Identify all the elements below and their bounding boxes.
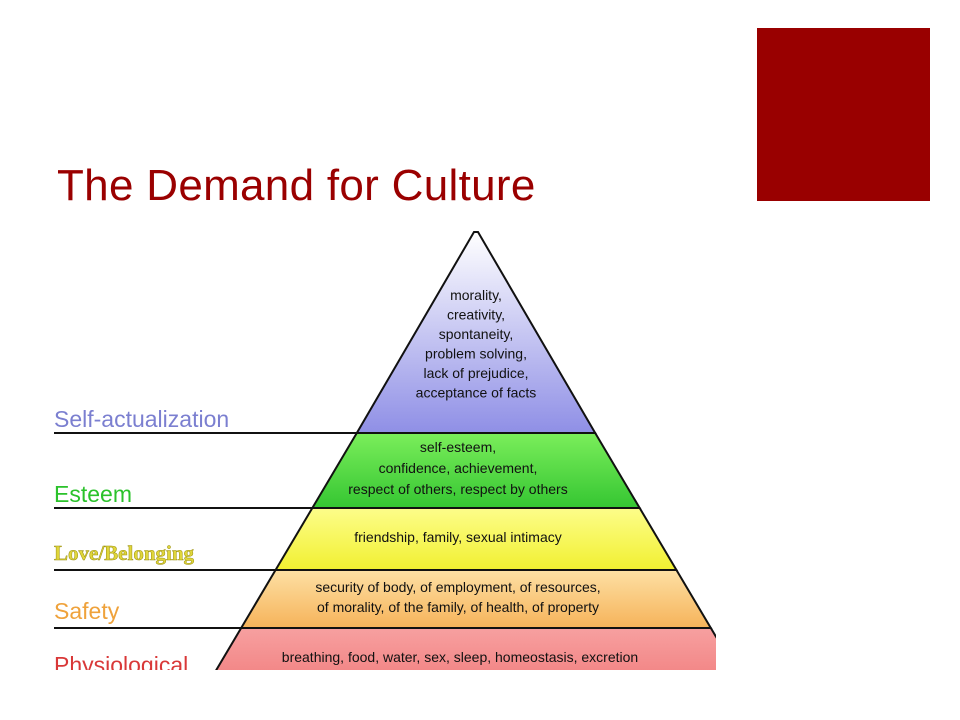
level-text-physiological: breathing, food, water, sex, sleep, home… [282, 649, 638, 665]
level-text-line: confidence, achievement, [379, 460, 538, 476]
level-text-line: morality, [450, 287, 502, 303]
level-label-esteem: Esteem [54, 481, 132, 507]
level-text-line: respect of others, respect by others [348, 481, 567, 497]
level-label-love-belonging: Love/Belonging [54, 541, 195, 565]
level-label-safety: Safety [54, 598, 120, 624]
level-text-line: lack of prejudice, [423, 365, 528, 381]
level-label-physiological: Physiological [54, 652, 188, 678]
level-text-line: creativity, [447, 307, 505, 323]
accent-block [757, 28, 930, 201]
level-text-esteem: self-esteem, confidence, achievement, resp… [348, 439, 567, 497]
level-text-self-actualization: morality, creativity, spontaneity, problem … [416, 287, 537, 401]
level-band-physiological [215, 627, 716, 670]
level-text-line: acceptance of facts [416, 385, 537, 401]
level-text-safety: security of body, of employment, of reso… [315, 579, 600, 615]
level-text-line: problem solving, [425, 346, 527, 362]
level-label-self-actualization: Self-actualization [54, 406, 229, 432]
level-text-love-belonging: friendship, family, sexual intimacy [354, 529, 561, 545]
slide-title: The Demand for Culture [57, 161, 536, 210]
level-text-line: self-esteem, [420, 439, 496, 455]
level-text-line: breathing, food, water, sex, sleep, home… [282, 649, 638, 665]
level-text-line: spontaneity, [439, 326, 513, 342]
level-text-line: friendship, family, sexual intimacy [354, 529, 561, 545]
level-text-line: security of body, of employment, of reso… [315, 579, 600, 595]
level-text-line: of morality, of the family, of health, o… [317, 599, 599, 615]
